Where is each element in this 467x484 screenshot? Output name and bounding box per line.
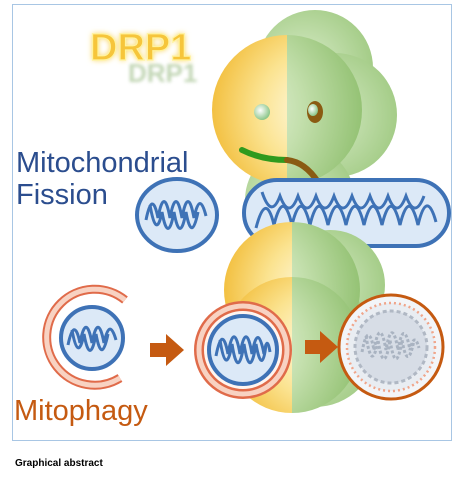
- mitochondrion-icon: [207, 314, 279, 386]
- lysosome-icon: [337, 293, 445, 401]
- fission-label-line2: Fission: [16, 179, 108, 211]
- phagophore-icon: [42, 284, 128, 390]
- drp1-title-shadow: DRP1: [128, 58, 197, 88]
- figure-caption: Graphical abstract: [15, 458, 103, 469]
- mitochondrion-icon: [135, 177, 219, 253]
- drp1-title: DRP1: [90, 27, 191, 69]
- mitochondrion-icon: [59, 305, 125, 371]
- fission-label-line1: Mitochondrial: [16, 147, 188, 179]
- arrow-icon: [305, 331, 338, 363]
- mitophagy-label: Mitophagy: [14, 395, 148, 427]
- arrow-icon: [150, 334, 184, 366]
- drp1-face-icon: [212, 10, 397, 255]
